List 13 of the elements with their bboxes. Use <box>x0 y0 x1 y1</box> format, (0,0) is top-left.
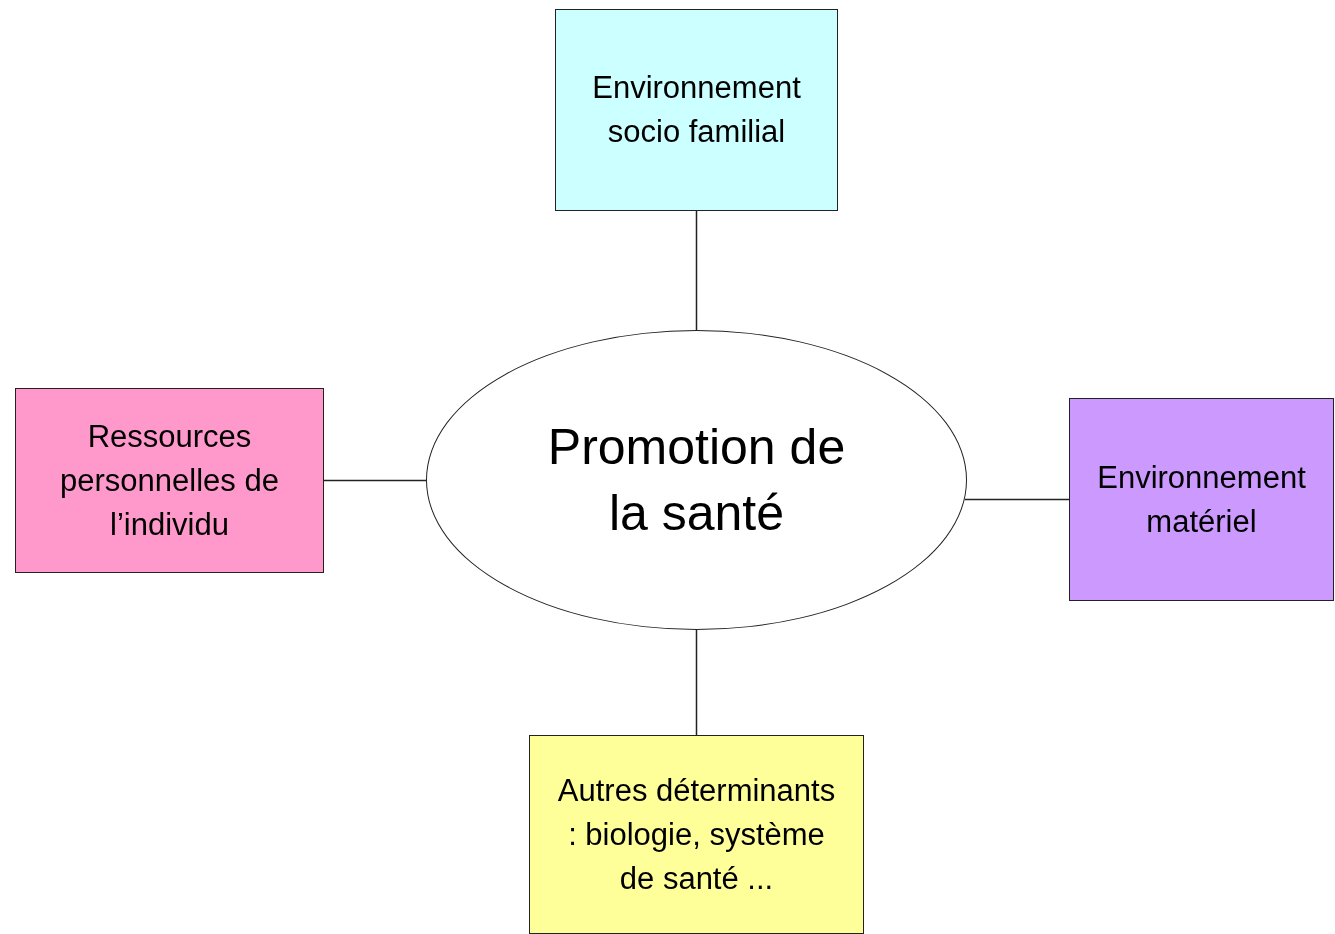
box-label: Environnement socio familial <box>591 69 802 151</box>
connector-line <box>323 479 427 482</box>
connector-line <box>695 210 698 331</box>
connector-line <box>963 498 1070 501</box>
category-box <box>1069 398 1334 601</box>
category-box <box>15 388 324 573</box>
box-label: Environnement matériel <box>1096 458 1307 541</box>
category-box <box>529 735 864 934</box>
connector-line <box>695 629 698 736</box>
category-box <box>555 9 838 211</box>
box-label: Ressources personnelles de l’individu <box>59 417 280 544</box>
box-label: Autres déterminants : biologie, système de santé ... <box>556 771 837 898</box>
central-label: Promotion de la santé <box>546 418 847 543</box>
